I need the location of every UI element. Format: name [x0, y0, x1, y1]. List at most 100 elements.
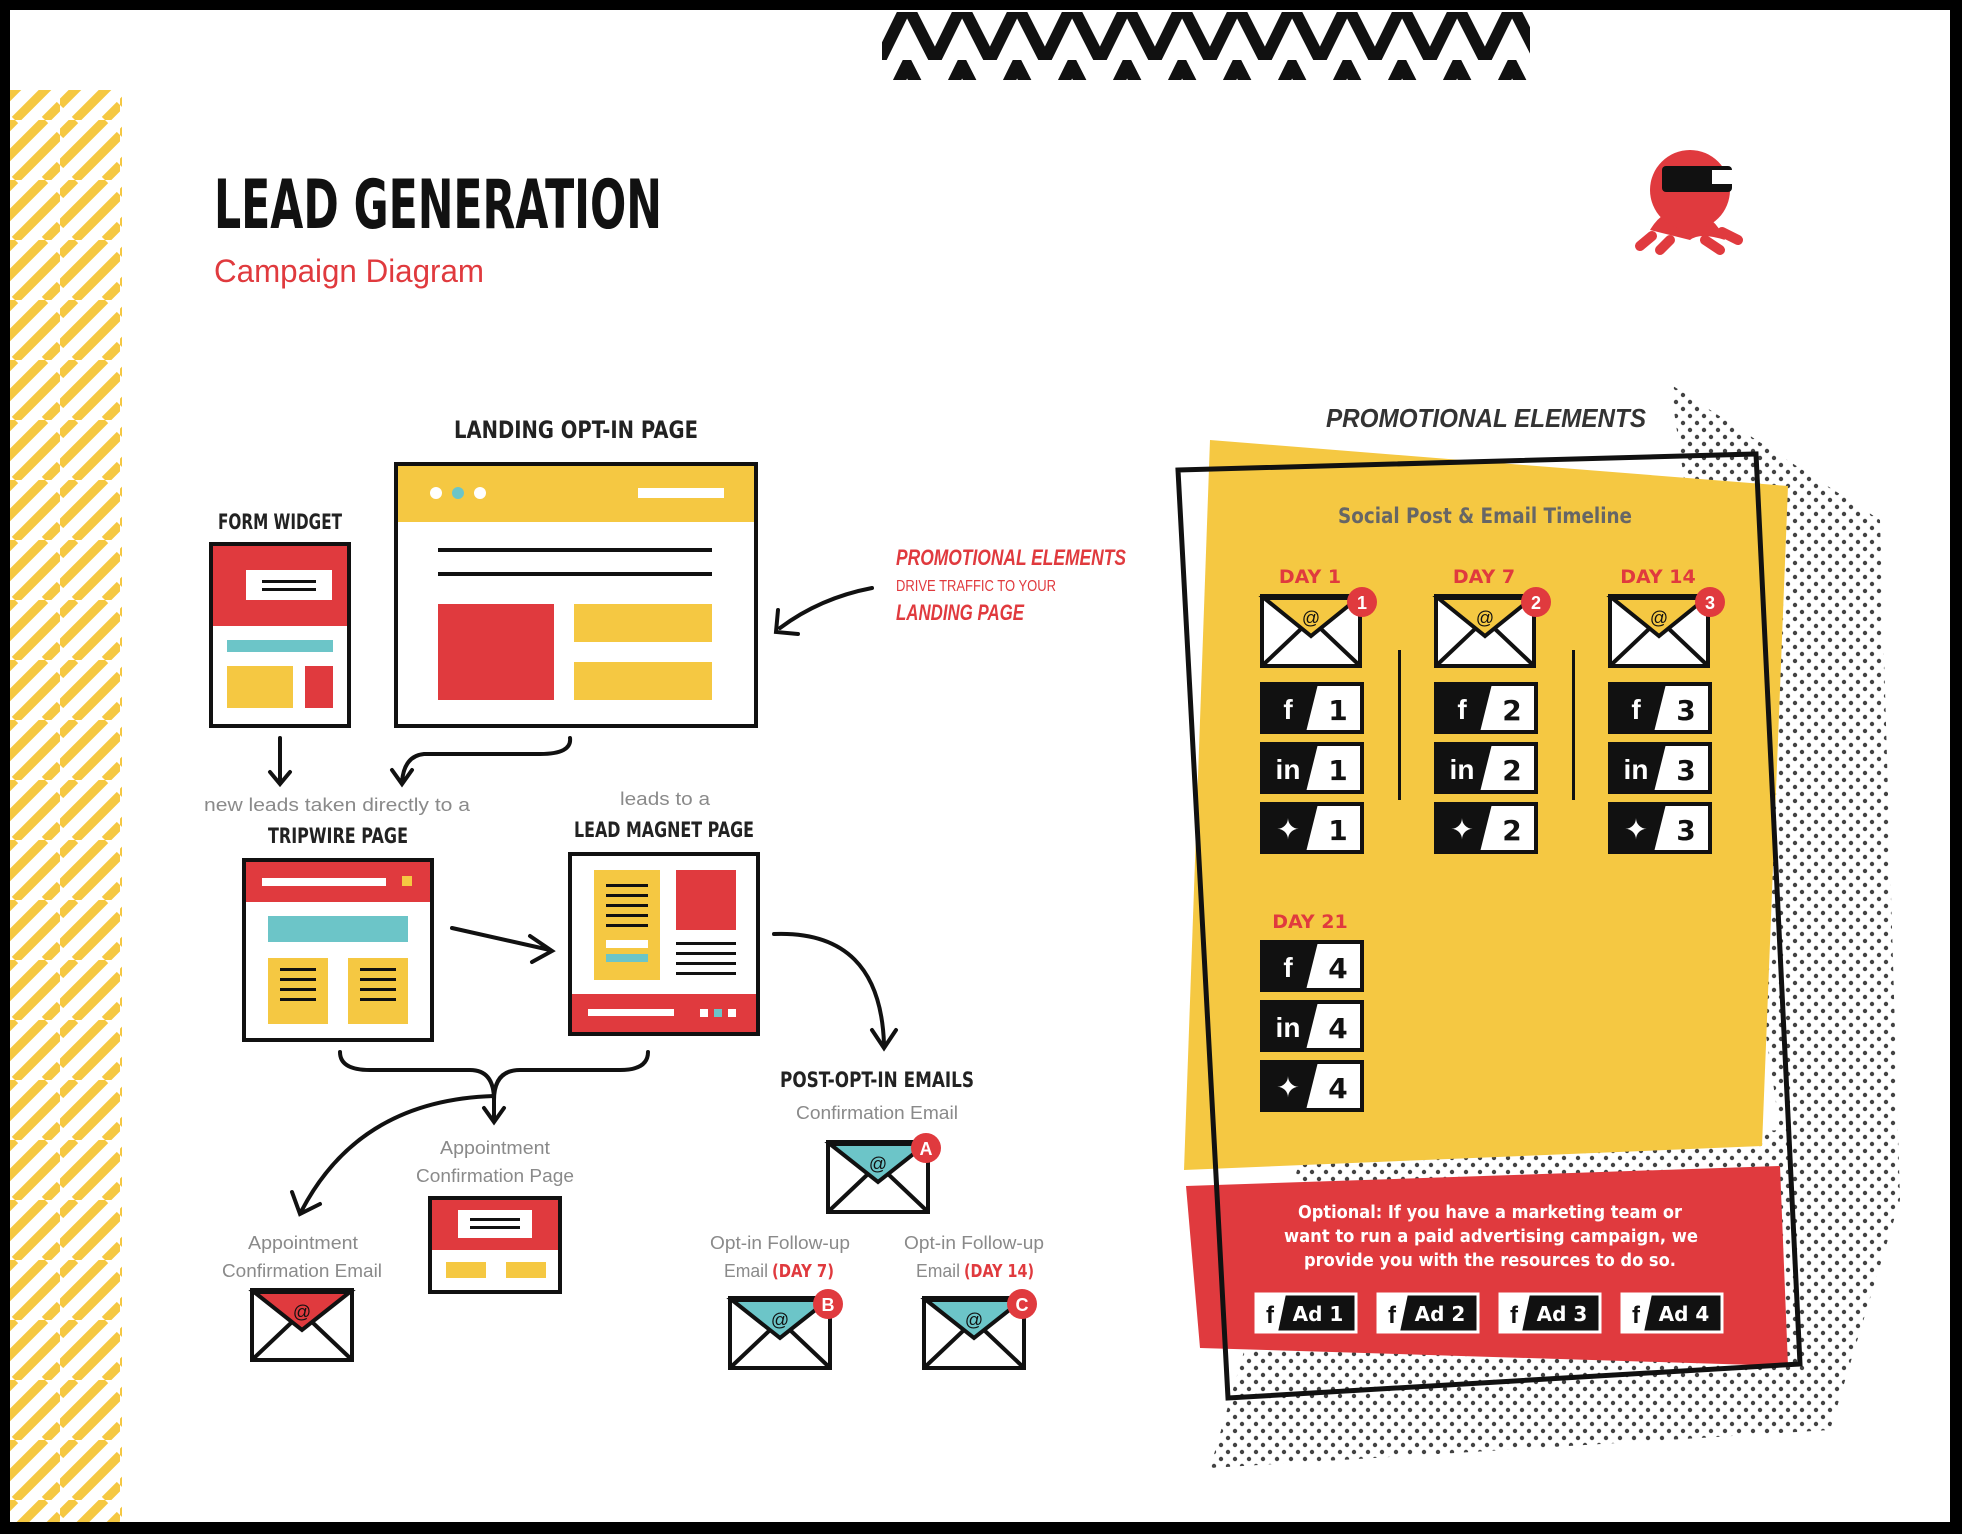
arrow-promo-to-landing	[773, 586, 874, 636]
svg-text:@: @	[1650, 608, 1668, 628]
twitter-post-chip: ✦3	[1608, 802, 1712, 854]
optional-line2: want to run a paid advertising campaign,…	[1284, 1226, 1698, 1247]
envelope-icon: @1	[1258, 587, 1377, 668]
envelope-icon: @	[726, 1296, 834, 1370]
email-badge: 1	[1347, 587, 1377, 617]
twitter-count: 3	[1676, 814, 1695, 847]
envelope-icon: @2	[1432, 587, 1551, 668]
facebook-ad-chip: f Ad 4	[1620, 1292, 1724, 1334]
followup-b-day: (DAY 7)	[772, 1261, 834, 1282]
linkedin-count: 4	[1328, 1012, 1347, 1045]
facebook-icon: f	[1632, 1302, 1641, 1329]
appt-email-line1: Appointment	[248, 1233, 358, 1253]
arrow-form-to-tripwire	[268, 736, 292, 788]
twitter-post-chip: ✦4	[1260, 1060, 1364, 1112]
arrow-landing-to-tripwire	[390, 736, 573, 788]
email-badge-number: 3	[1705, 593, 1715, 613]
facebook-icon: f	[1388, 1302, 1397, 1329]
promo-panel-heading: PROMOTIONAL ELEMENTS	[1326, 403, 1647, 433]
landing-page-label: LANDING OPT-IN PAGE	[454, 416, 698, 444]
magnet-label: LEAD MAGNET PAGE	[574, 818, 754, 842]
facebook-icon: f	[1631, 694, 1641, 725]
svg-text:@: @	[293, 1302, 311, 1322]
svg-text:@: @	[869, 1154, 887, 1174]
twitter-post-chip: ✦1	[1260, 802, 1364, 854]
tripwire-page-illustration	[242, 858, 434, 1042]
mascot-octopus-icon	[1635, 150, 1743, 255]
envelope-icon: @	[824, 1140, 932, 1214]
day-label: DAY 1	[1279, 566, 1341, 588]
lead-magnet-page-illustration	[568, 852, 760, 1036]
followup-c-line1: Opt-in Follow-up	[904, 1233, 1044, 1253]
promo-note-line2: DRIVE TRAFFIC TO YOUR	[896, 578, 1056, 595]
day-label: DAY 21	[1272, 911, 1347, 933]
linkedin-post-chip: in 3	[1608, 742, 1712, 794]
twitter-count: 4	[1328, 1072, 1347, 1105]
svg-text:C: C	[1016, 1295, 1029, 1315]
appt-page-illustration	[428, 1196, 562, 1294]
left-decorative-stripe	[10, 90, 122, 1522]
facebook-icon: f	[1457, 694, 1467, 725]
tripwire-caption: new leads taken directly to a	[204, 795, 471, 815]
magnet-caption: leads to a	[620, 789, 711, 809]
page-subtitle: Campaign Diagram	[214, 253, 484, 289]
email-badge-number: 2	[1531, 593, 1541, 613]
svg-text:@: @	[1302, 608, 1320, 628]
svg-text:B: B	[822, 1295, 835, 1315]
facebook-icon: f	[1510, 1302, 1519, 1329]
ad-label: Ad 2	[1415, 1302, 1466, 1326]
svg-text:@: @	[1476, 608, 1494, 628]
facebook-icon: f	[1266, 1302, 1275, 1329]
column-divider	[1398, 650, 1401, 800]
linkedin-icon: in	[1624, 754, 1649, 785]
twitter-count: 2	[1502, 814, 1521, 847]
promo-note-line3: LANDING PAGE	[896, 600, 1025, 625]
envelope-icon: @	[248, 1288, 356, 1362]
twitter-icon: ✦	[1624, 814, 1647, 845]
tripwire-label: TRIPWIRE PAGE	[268, 824, 408, 848]
appt-page-line2: Confirmation Page	[416, 1166, 574, 1186]
ad-label: Ad 1	[1293, 1302, 1344, 1326]
timeline-title: Social Post & Email Timeline	[1338, 504, 1632, 528]
arrow-tripwire-to-magnet	[450, 926, 556, 964]
appt-page-line1: Appointment	[440, 1138, 550, 1158]
ad-label: Ad 4	[1659, 1302, 1710, 1326]
top-zigzag-band	[882, 12, 1530, 80]
twitter-post-chip: ✦2	[1434, 802, 1538, 854]
linkedin-post-chip: in 4	[1260, 1000, 1364, 1052]
linkedin-count: 2	[1502, 754, 1521, 787]
promo-note: PROMOTIONAL ELEMENTS DRIVE TRAFFIC TO YO…	[896, 545, 1126, 625]
twitter-icon: ✦	[1450, 814, 1473, 845]
email-badge: 2	[1521, 587, 1551, 617]
form-widget-illustration	[209, 542, 351, 728]
ad-label: Ad 3	[1537, 1302, 1588, 1326]
landing-page-illustration	[394, 462, 758, 728]
optional-line1: Optional: If you have a marketing team o…	[1298, 1202, 1682, 1223]
followup-c-line2: Email	[916, 1261, 960, 1281]
facebook-ad-chip: f Ad 3	[1498, 1292, 1602, 1334]
envelope-icon: @	[920, 1296, 1028, 1370]
arrow-magnet-to-emails	[772, 931, 898, 1052]
column-divider	[1572, 650, 1575, 800]
linkedin-count: 3	[1676, 754, 1695, 787]
confirmation-email-label: Confirmation Email	[796, 1103, 958, 1123]
twitter-count: 1	[1328, 814, 1347, 847]
promo-note-line1: PROMOTIONAL ELEMENTS	[896, 545, 1126, 570]
facebook-count: 4	[1328, 952, 1347, 985]
envelope-icon: @3	[1606, 587, 1725, 668]
facebook-ad-chip: f Ad 2	[1376, 1292, 1480, 1334]
linkedin-icon: in	[1276, 1012, 1301, 1043]
email-badge-number: 1	[1357, 593, 1367, 613]
svg-text:@: @	[965, 1310, 983, 1330]
arrow-to-appt-email	[290, 1094, 496, 1217]
svg-text:A: A	[920, 1139, 933, 1159]
page-title: LEAD GENERATION	[214, 166, 662, 245]
